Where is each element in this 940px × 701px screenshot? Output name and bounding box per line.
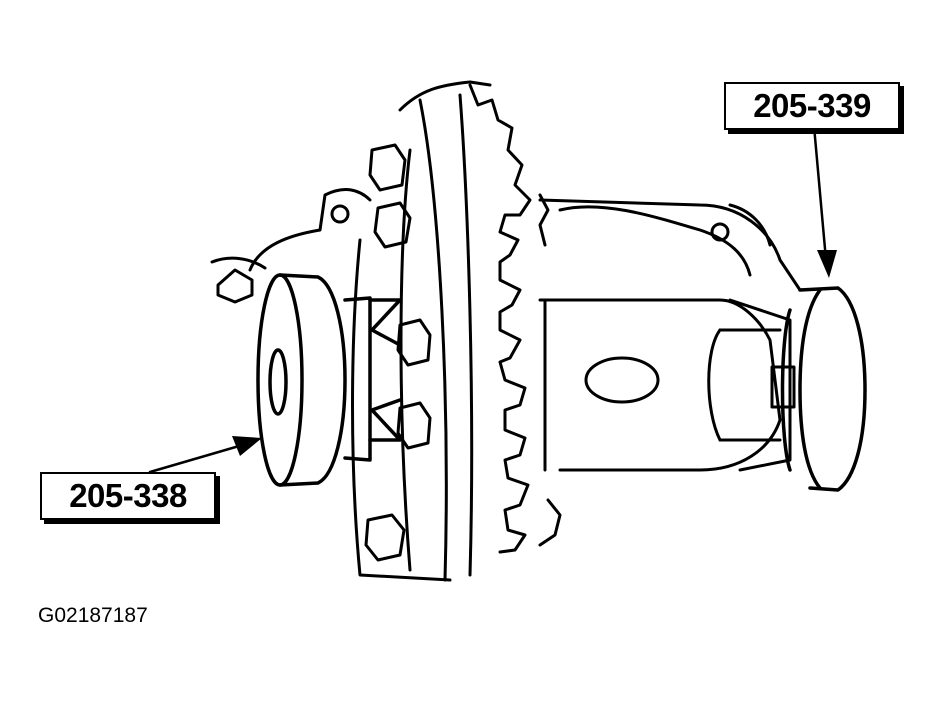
figure-id: G02187187	[38, 604, 148, 627]
callout-205-339: 205-339	[724, 82, 900, 130]
arrow-to-205-339	[812, 124, 828, 262]
arrowhead-205-338	[232, 436, 262, 456]
arrowhead-205-339	[817, 250, 837, 278]
callout-205-338: 205-338	[40, 472, 216, 520]
right-bearing-installer-205-339	[780, 286, 867, 492]
arrow-to-205-338	[148, 442, 248, 474]
ring-gear	[351, 80, 562, 582]
ring-gear-bolts	[216, 143, 432, 562]
left-bearing-installer-205-338	[256, 273, 402, 487]
leader-arrows	[148, 124, 828, 474]
